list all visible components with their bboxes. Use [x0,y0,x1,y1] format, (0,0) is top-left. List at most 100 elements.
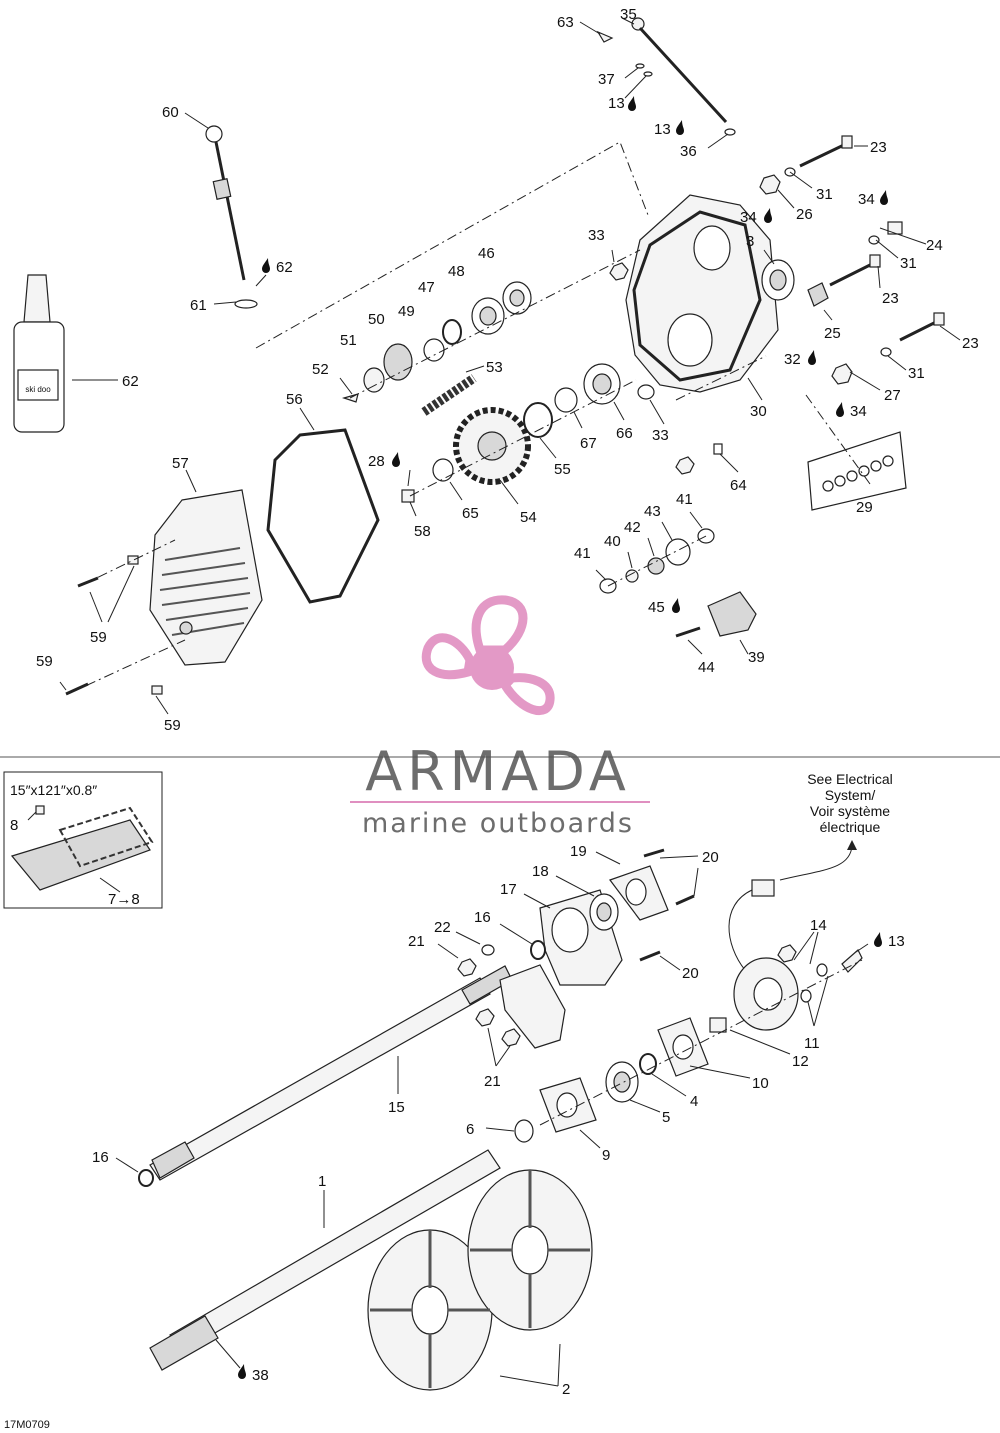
callout-58: 58 [414,523,431,540]
part-dipstick [205,125,258,309]
callout-12: 12 [792,1053,809,1070]
callout-4: 4 [690,1093,698,1110]
callout-26: 26 [796,206,813,223]
part-shift-rod [596,17,736,136]
part-sensor-ring [709,944,863,1033]
part-chain [421,374,477,416]
part-drive-sprockets [367,1169,593,1391]
callout-23-c: 23 [962,335,979,352]
callout-29: 29 [856,499,873,516]
callout-labels: 63 35 37 13 13 3 6 60 62 61 62 23 31 26 3… [10,6,979,1398]
callout-59-b: 59 [36,653,53,670]
callout-11: 11 [804,1035,820,1052]
callout-34-b: 34 [858,191,875,208]
track-spec-label: 15″x121″x0.8″ [10,782,97,798]
callout-56: 56 [286,391,303,408]
callout-46: 46 [478,245,495,262]
callout-31-b: 31 [900,255,917,272]
electrical-arrow [779,845,853,881]
callout-62-a: 62 [276,259,293,276]
callout-33-b: 33 [652,427,669,444]
electrical-note-line-4: électrique [820,819,881,835]
callout-1: 1 [318,1173,326,1190]
callout-45: 45 [648,599,665,616]
watermark-tagline: marine outboards [362,808,634,839]
callout-39: 39 [748,649,765,666]
callout-60: 60 [162,104,179,121]
callout-66: 66 [616,425,633,442]
callout-33-a: 33 [588,227,605,244]
callout-2: 2 [562,1381,570,1398]
callout-14: 14 [810,917,827,934]
callout-27: 27 [884,387,901,404]
part-fasteners-20-22 [457,848,695,1047]
watermark-brand: ARMADA [365,740,631,803]
callout-50: 50 [368,311,385,328]
callout-23-a: 23 [870,139,887,156]
callout-32: 32 [784,351,801,368]
part-bolts-right [759,135,945,385]
callout-17: 17 [500,881,517,898]
callout-64: 64 [730,477,747,494]
part-dowel [713,443,723,455]
leader-lines [27,17,961,1387]
part-chaincase-housing [625,194,779,393]
callout-31-a: 31 [816,186,833,203]
callout-24: 24 [926,237,943,254]
callout-30: 30 [750,403,767,420]
callout-31-c: 31 [908,365,925,382]
callout-3: 3 [746,233,754,250]
callout-22: 22 [434,919,451,936]
electrical-note-line-2: System/ [825,787,876,803]
callout-51: 51 [340,332,357,349]
callout-62: 62 [122,373,139,390]
part-gear-sprocket [453,407,531,485]
centerlines [67,141,871,1126]
part-washer-66-side [637,384,655,400]
part-upper-drive-shaft [138,965,513,1187]
callout-55: 55 [554,461,571,478]
part-track-section [10,805,154,891]
callout-59-a: 59 [90,629,107,646]
callout-21-a: 21 [408,933,425,950]
callout-57: 57 [172,455,189,472]
callout-21-b: 21 [484,1073,501,1090]
callout-34-c: 34 [850,403,867,420]
track-inset-frame [3,771,163,909]
callout-37: 37 [598,71,615,88]
part-main-drive-axle [149,1149,501,1371]
diagram-id: 17M0709 [4,1419,50,1431]
part-shaft-bracket [499,964,566,1049]
callout-16-b: 16 [92,1149,109,1166]
callout-38: 38 [252,1367,269,1384]
callout-49: 49 [398,303,415,320]
part-tensioner-stack [599,528,757,638]
callout-13-a: 13 [608,95,625,112]
callout-43: 43 [644,503,661,520]
callout-6: 6 [466,1121,474,1138]
part-gasket [266,428,380,604]
bottle-label: ski doo [25,385,51,394]
callout-63: 63 [557,14,574,31]
callout-13-c: 13 [888,933,905,950]
callout-16-a: 16 [474,909,491,926]
callout-40: 40 [604,533,621,550]
callout-42: 42 [624,519,641,536]
callout-8: 8 [10,817,18,834]
callout-47: 47 [418,279,435,296]
electrical-note: See Electrical System/ Voir système élec… [807,771,893,835]
callout-9: 9 [602,1147,610,1164]
part-shim-set [807,431,907,511]
callout-19: 19 [570,843,587,860]
callout-61: 61 [190,297,207,314]
callout-48: 48 [448,263,465,280]
watermark-propeller-logo [421,595,555,716]
callout-18: 18 [532,863,549,880]
part-lower-bearing-stack [514,1017,709,1143]
part-speed-sensor [728,879,775,971]
callout-10: 10 [752,1075,769,1092]
callout-35: 35 [620,6,637,23]
callout-13-b: 13 [654,121,671,138]
callout-7-to-8: 7→8 [108,891,140,908]
part-lower-shaft-stack [401,363,621,503]
